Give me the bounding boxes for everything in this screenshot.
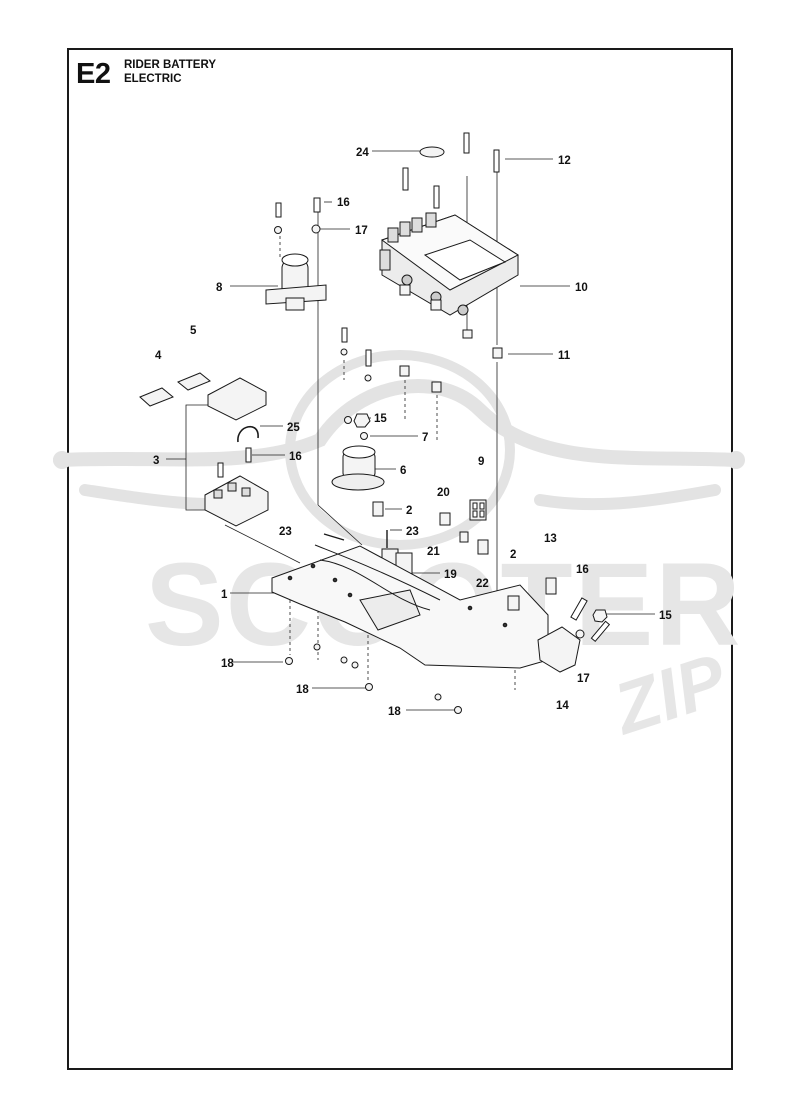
callout-10: 10	[575, 282, 588, 294]
part-18-nut	[365, 683, 373, 691]
part-1-mounting-plate	[271, 544, 549, 669]
callout-9: 9	[478, 456, 484, 468]
part-spacer	[430, 299, 442, 311]
callout-18a: 18	[221, 658, 234, 670]
part-spacer	[462, 329, 473, 339]
diagram-frame	[67, 48, 733, 1070]
section-code: E2	[76, 58, 111, 90]
part-23-pin	[323, 533, 345, 541]
part-bolt	[313, 197, 321, 213]
callout-17a: 17	[355, 225, 368, 237]
section-title-line1: RIDER BATTERY	[124, 59, 216, 71]
watermark: SCOOTER ZIP	[53, 350, 745, 750]
part-spacer	[399, 284, 411, 296]
part-bolt	[493, 149, 500, 173]
part-washer	[311, 224, 321, 234]
callout-1: 1	[221, 589, 228, 601]
part-bolt	[275, 202, 282, 218]
part-15-nut	[353, 413, 371, 428]
part-washer	[340, 348, 348, 356]
callout-22: 22	[476, 578, 489, 590]
part-grommet	[431, 381, 442, 393]
callout-21: 21	[427, 546, 440, 558]
part-24-cap	[419, 146, 445, 158]
part-21-fuse	[459, 531, 469, 543]
callout-20: 20	[437, 487, 450, 499]
callout-15a: 15	[374, 413, 387, 425]
part-bolt	[365, 349, 372, 367]
callout-8: 8	[216, 282, 223, 294]
callout-11: 11	[558, 350, 571, 362]
part-nut	[313, 643, 321, 651]
part-bolt	[217, 462, 224, 478]
callout-15b: 15	[659, 610, 672, 622]
callout-16b: 16	[289, 451, 302, 463]
part-16-bolt	[570, 597, 588, 621]
part-bolt	[402, 167, 409, 191]
callout-16a: 16	[337, 197, 350, 209]
part-bolt	[245, 447, 252, 463]
part-18-nut	[454, 706, 462, 714]
callout-18c: 18	[388, 706, 401, 718]
callout-14: 14	[556, 700, 569, 712]
part-nut	[340, 656, 348, 664]
part-grommet	[399, 365, 410, 377]
callout-6: 6	[400, 465, 406, 477]
part-2-bolt	[372, 501, 384, 517]
part-18-nut	[285, 657, 293, 665]
callout-5: 5	[190, 325, 197, 337]
part-2-bolt	[507, 595, 520, 611]
callout-4: 4	[155, 350, 162, 362]
part-8-solenoid	[265, 253, 327, 311]
part-20-fuse	[439, 512, 451, 526]
part-6-relay	[331, 445, 385, 491]
callout-23a: 23	[279, 526, 292, 538]
part-bolt	[463, 132, 470, 154]
callout-2b: 2	[510, 549, 516, 561]
part-nut	[344, 416, 352, 424]
callout-3: 3	[153, 455, 159, 467]
callout-23b: 23	[406, 526, 419, 538]
part-22-fuse	[477, 539, 489, 555]
callout-17b: 17	[577, 673, 590, 685]
part-15-nut	[592, 609, 608, 623]
part-4-fuse-link	[139, 387, 174, 407]
callout-12: 12	[558, 155, 571, 167]
section-title-line2: ELECTRIC	[124, 73, 182, 85]
callout-25: 25	[287, 422, 300, 434]
part-nut	[351, 661, 359, 669]
part-17-washer	[575, 629, 585, 639]
part-bolt	[433, 185, 440, 209]
part-25-wire	[237, 426, 259, 443]
part-9-connector	[469, 499, 487, 521]
callout-labels: 24 12 16 17 8 10 5 4 11 15 25 7 3 16 9 6…	[153, 147, 672, 718]
part-3-fuse-box	[204, 475, 269, 527]
part-10-control-module	[379, 212, 520, 316]
callout-16c: 16	[576, 564, 589, 576]
part-nut	[434, 693, 442, 701]
part-13-terminal	[545, 577, 557, 595]
part-bolt	[341, 327, 348, 343]
callout-2a: 2	[406, 505, 412, 517]
part-7-washer	[360, 432, 368, 440]
parts	[139, 132, 611, 714]
part-washer	[274, 226, 282, 234]
part-14-bracket	[537, 626, 581, 673]
callout-24: 24	[356, 147, 369, 159]
part-11-grommet	[492, 347, 503, 359]
part-5-fuse-link	[177, 372, 211, 391]
part-cover	[207, 377, 267, 421]
callout-7: 7	[422, 432, 428, 444]
callout-13: 13	[544, 533, 557, 545]
part-bolt	[590, 620, 611, 643]
part-washer	[364, 374, 372, 382]
callout-18b: 18	[296, 684, 309, 696]
callout-19: 19	[444, 569, 457, 581]
